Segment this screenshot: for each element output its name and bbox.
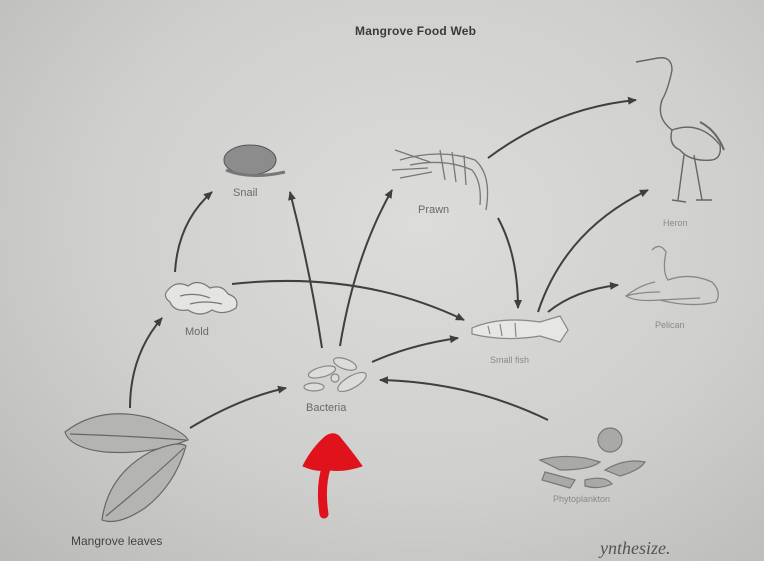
arrow-bacteria-to-prawn	[339, 189, 393, 347]
phytoplankton-label: Phytoplankton	[553, 494, 611, 504]
food-web-arrows	[129, 96, 649, 429]
diagram-title: Mangrove Food Web	[355, 24, 477, 38]
arrow-bacteria-to-snail	[288, 191, 323, 349]
arrow-bacteria-to-small-fish	[371, 335, 459, 363]
mold-icon	[164, 281, 238, 315]
snail-icon	[223, 144, 286, 177]
arrow-leaves-to-mold	[129, 317, 163, 409]
bacteria-label: Bacteria	[306, 402, 347, 414]
prawn-label: Prawn	[418, 204, 450, 216]
mold-label: Mold	[185, 326, 209, 338]
mangrove-leaves-label: Mangrove leaves	[71, 534, 163, 548]
mangrove-leaves-icon	[64, 413, 189, 523]
prawn-icon	[391, 149, 489, 211]
red-mushroom-annotation-icon	[302, 433, 363, 519]
cropped-page-text: ynthesize.	[600, 538, 671, 558]
small-fish-icon	[471, 315, 569, 343]
small-fish-label: Small fish	[490, 355, 530, 365]
arrow-mold-to-small-fish	[231, 280, 465, 321]
snail-label: Snail	[233, 187, 258, 199]
arrow-phytoplankton-to-bacteria	[379, 376, 549, 421]
phytoplankton-icon	[538, 427, 646, 489]
pelican-icon	[624, 245, 719, 306]
arrow-leaves-to-bacteria	[189, 385, 287, 429]
arrow-small-fish-to-pelican	[547, 281, 619, 313]
pelican-label: Pelican	[655, 320, 685, 330]
arrow-prawn-to-small-fish	[497, 217, 522, 309]
arrow-mold-to-snail	[174, 191, 213, 273]
bacteria-icon	[303, 357, 367, 393]
arrow-prawn-to-heron	[487, 96, 637, 159]
heron-icon	[635, 57, 725, 203]
heron-label: Heron	[663, 218, 688, 228]
arrow-small-fish-to-heron	[537, 189, 649, 313]
